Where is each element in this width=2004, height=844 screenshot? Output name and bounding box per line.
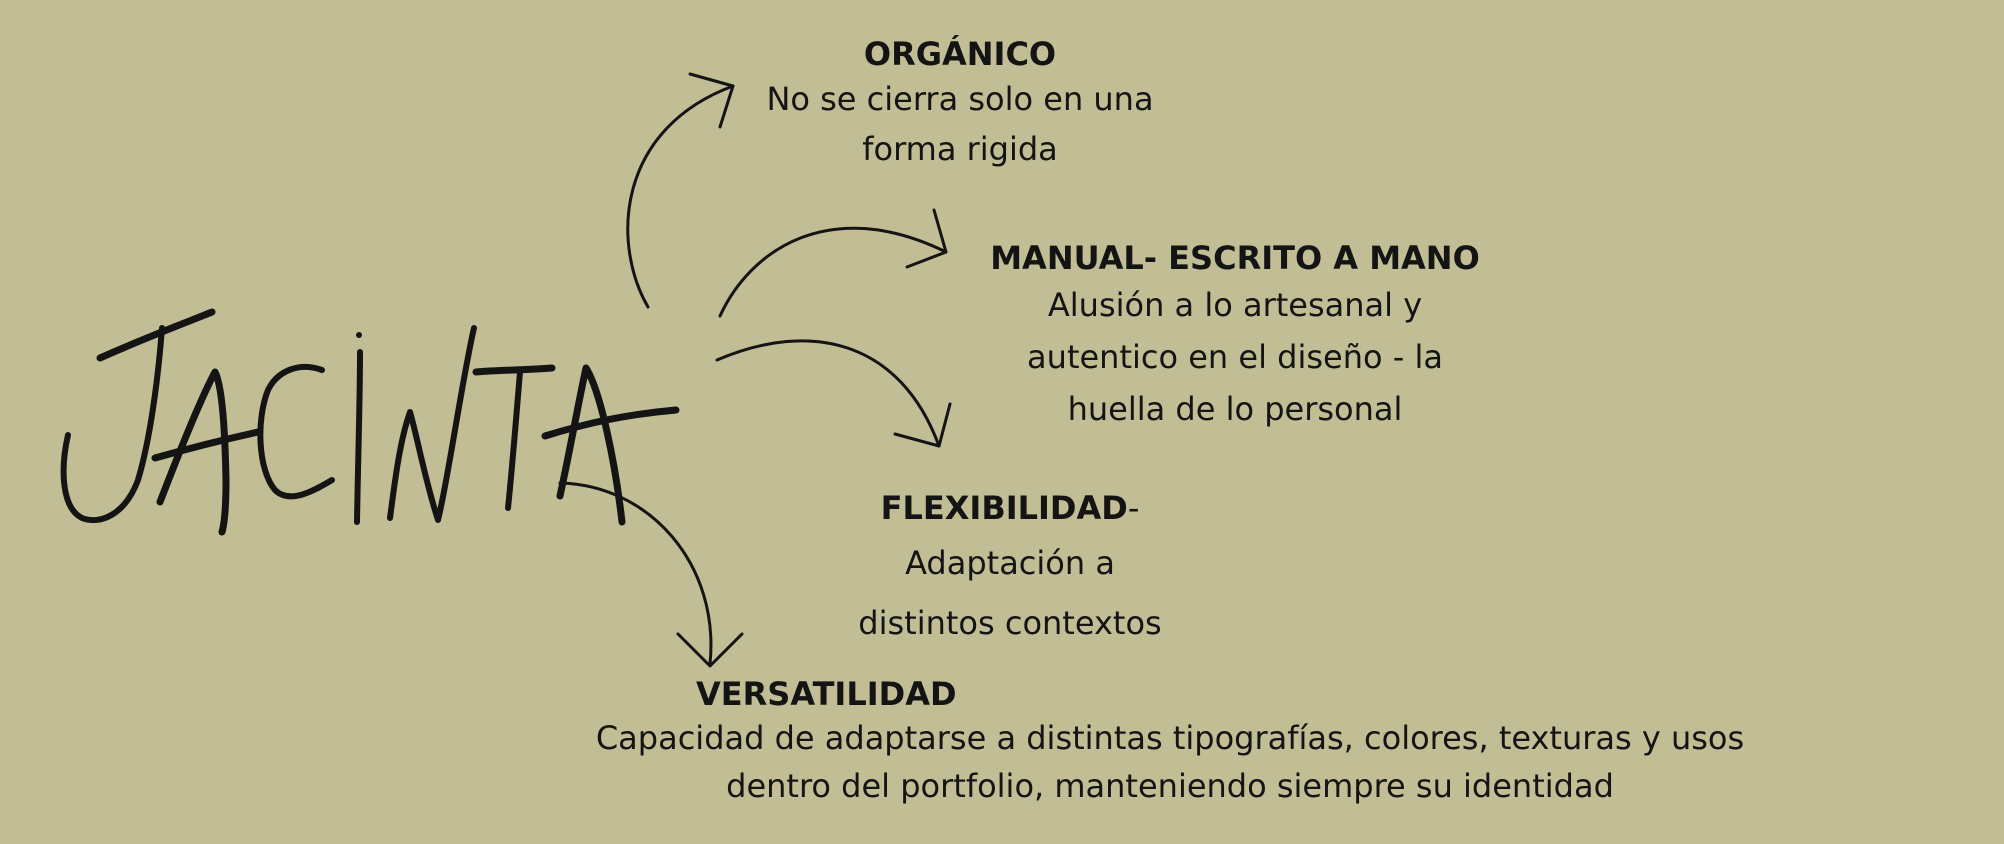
logo-letter-a2-bar [541, 406, 680, 440]
logo-letter-a2-strokes [556, 364, 626, 526]
concept-flexibilidad-line-2: distintos contextos [858, 604, 1162, 642]
concept-versatilidad-line-1: Capacidad de adaptarse a distintas tipog… [595, 719, 1745, 757]
concept-flexibilidad-heading-row: FLEXIBILIDAD- [820, 488, 1200, 528]
concept-flexibilidad-heading: FLEXIBILIDAD [880, 489, 1128, 527]
arrow-to-versatilidad [558, 481, 744, 668]
logo-letter-n [387, 325, 477, 523]
logo-letter-a1-strokes [156, 368, 230, 536]
concept-versatilidad-line-2: dentro del portfolio, manteniendo siempr… [726, 767, 1614, 805]
concept-organico-heading: ORGÁNICO [863, 35, 1057, 73]
arrows [558, 72, 952, 668]
concept-organico: ORGÁNICO No se cierra solo en una forma … [730, 34, 1190, 174]
logo-letter-t-bar [472, 364, 556, 376]
concept-versatilidad-heading: VERSATILIDAD [696, 675, 957, 713]
logo-letter-j-top [96, 308, 216, 362]
logo-letter-c [257, 363, 335, 500]
concept-versatilidad: VERSATILIDAD Capacidad de adaptarse a di… [520, 674, 1820, 810]
concept-organico-line-2: forma rigida [862, 130, 1058, 168]
logo-letter-a1-bar [151, 428, 262, 462]
concept-manual-heading: MANUAL- ESCRITO A MANO [990, 239, 1480, 277]
concept-manual-line-2: autentico en el diseño - la [1027, 338, 1443, 376]
logo-letter-i-stem [354, 349, 363, 525]
arrow-to-organico [626, 72, 735, 309]
concept-flexibilidad: FLEXIBILIDAD- Adaptación a distintos con… [820, 488, 1200, 648]
concept-organico-line-1: No se cierra solo en una [766, 80, 1154, 118]
concept-manual-line-3: huella de lo personal [1067, 390, 1403, 428]
arrow-to-manual [718, 208, 948, 318]
concept-flexibilidad-line-1: Adaptación a [905, 544, 1115, 582]
concept-manual: MANUAL- ESCRITO A MANO Alusión a lo arte… [950, 238, 1520, 434]
concept-flexibilidad-dash: - [1127, 489, 1140, 527]
logo-letter-t-stem [505, 369, 523, 511]
logo-letter-j-stem [60, 325, 165, 524]
jacinta-handwritten-logo [60, 308, 680, 536]
logo-letter-i-dot [356, 332, 362, 338]
concept-manual-line-1: Alusión a lo artesanal y [1047, 286, 1423, 324]
arrow-to-flexibilidad [715, 339, 952, 448]
